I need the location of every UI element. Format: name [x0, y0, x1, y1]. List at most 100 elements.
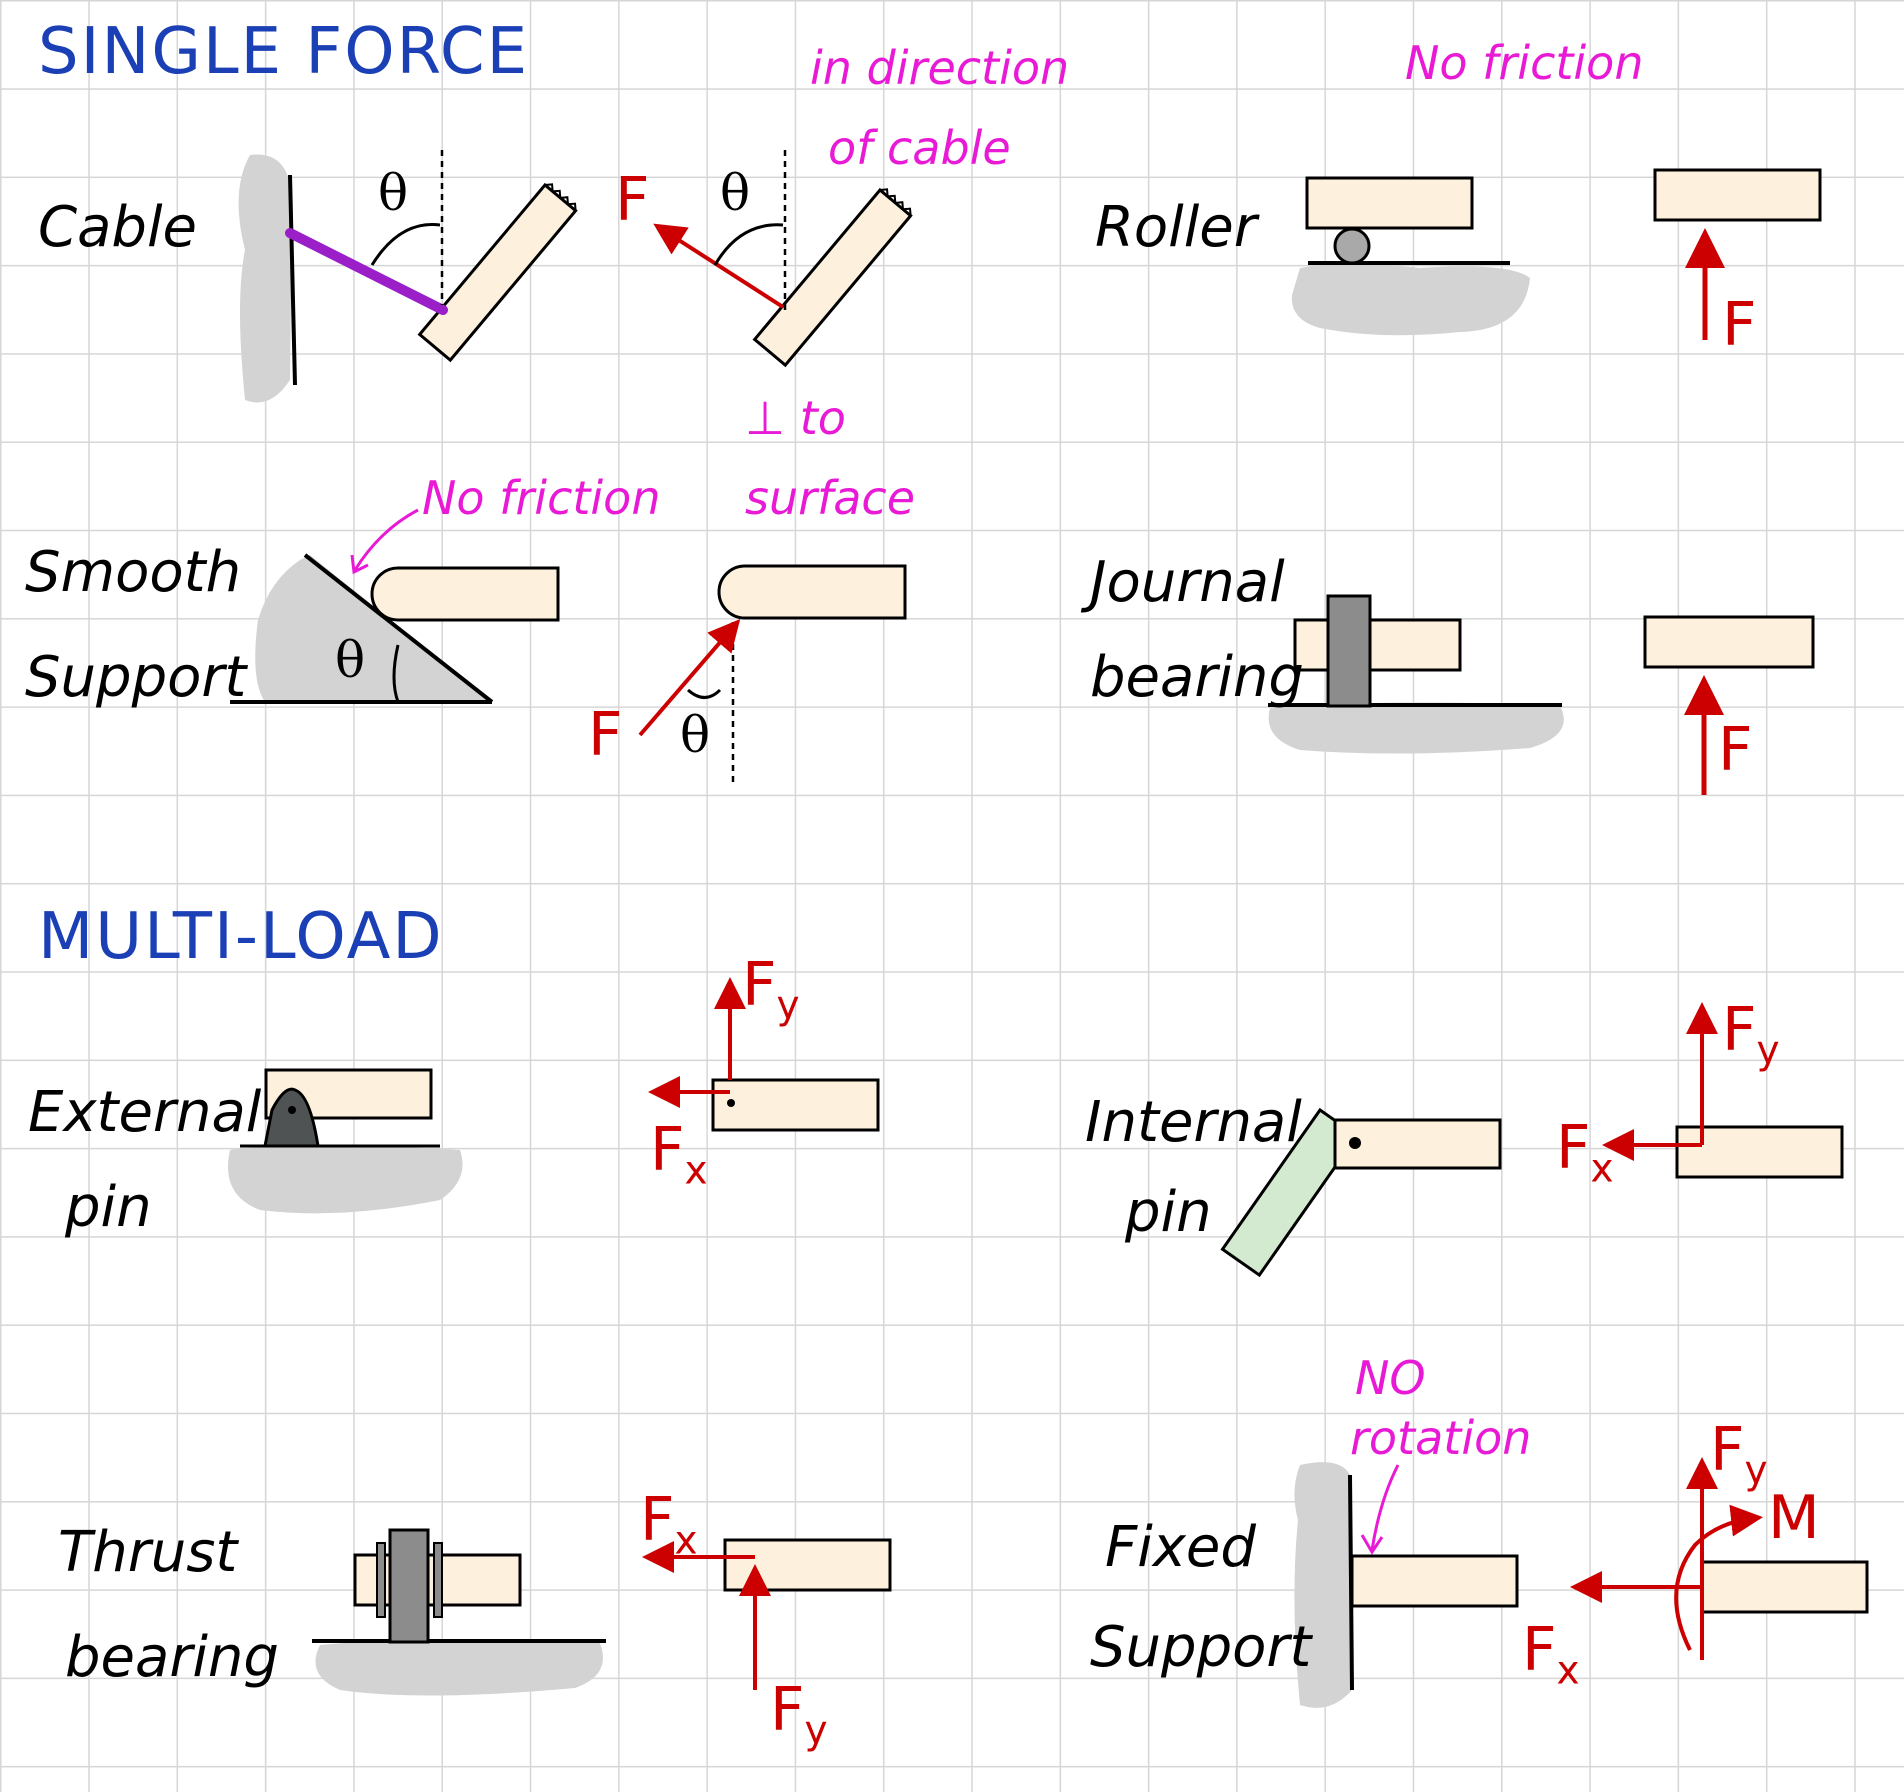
note-perpendicular: ⊥ to [745, 391, 846, 445]
smooth-ground [255, 555, 492, 702]
thrust-ground [315, 1639, 603, 1696]
fixed-member [1350, 1554, 1519, 1608]
journal-fbd [1643, 615, 1815, 795]
smooth-theta-arc [392, 644, 400, 703]
label-smooth-line1: Smooth [25, 540, 242, 605]
ext-pin-body [263, 1087, 320, 1148]
ext-pin-hole [288, 1106, 296, 1114]
label-thrust-line2: bearing [65, 1625, 279, 1690]
journal-ground [1268, 702, 1564, 754]
force-label-roller: F [1722, 290, 1757, 360]
note-of-cable: of cable [828, 121, 1011, 175]
thrust-fbd-member [723, 1538, 892, 1592]
cable-fbd-theta-arc [713, 223, 784, 266]
label-fixed-line2: Support [1090, 1615, 1312, 1680]
force-label-ext-fy: Fy [742, 950, 800, 1029]
theta-cable: θ [378, 164, 409, 222]
label-journal-line1: Journal [1090, 550, 1285, 615]
label-external-pin-line2: pin [65, 1175, 152, 1240]
int-pin-fbd-member [1675, 1125, 1844, 1179]
note-no-friction-roller: No friction [1405, 36, 1644, 90]
ext-pin-fbd-member [711, 1078, 880, 1132]
ext-pin-ground [228, 1145, 463, 1214]
fixed-wall-hatch [1294, 1462, 1352, 1708]
force-label-cable: F [615, 165, 650, 235]
label-internal-pin-line2: pin [1125, 1180, 1212, 1245]
force-label-thrust-fy: Fy [770, 1675, 828, 1754]
note-rotation: rotation [1350, 1411, 1532, 1465]
roller-fbd-member [1653, 168, 1822, 222]
smooth-incline [303, 553, 494, 704]
external-pin-diagram [228, 1068, 463, 1214]
label-cable: Cable [38, 195, 197, 260]
journal-block [1326, 594, 1372, 708]
smooth-fbd [638, 564, 907, 785]
force-label-thrust-fx: Fx [640, 1485, 698, 1564]
fixed-support-fbd [1570, 1457, 1869, 1660]
force-label-ext-fx: Fx [650, 1115, 708, 1194]
fixed-moment-arrow [1674, 1504, 1763, 1651]
thrust-block [388, 1528, 430, 1644]
roller-member [1305, 176, 1474, 230]
label-thrust-line1: Thrust [58, 1520, 238, 1585]
label-smooth-line2: Support [25, 645, 247, 710]
cable-support-diagram [238, 150, 578, 403]
cable-fbd [653, 150, 913, 368]
roller-fbd [1653, 168, 1822, 340]
thrust-bearing-diagram [312, 1528, 606, 1696]
int-pin-point [1349, 1137, 1361, 1149]
force-label-fixed-fx: Fx [1522, 1615, 1580, 1694]
cable-force-arrow [653, 223, 785, 309]
thrust-collar-left [376, 1542, 386, 1618]
journal-member [1293, 618, 1462, 672]
theta-cable-fbd: θ [720, 164, 751, 222]
force-label-smooth: F [588, 700, 623, 770]
smooth-fbd-member [717, 564, 907, 620]
force-label-int-fy: Fy [1722, 995, 1780, 1074]
thrust-bearing-fbd [642, 1538, 892, 1690]
label-roller: Roller [1095, 195, 1257, 260]
norotation-arrow [1370, 1464, 1400, 1551]
note-surface: surface [745, 471, 916, 525]
force-label-journal: F [1718, 715, 1753, 785]
note-no-friction-smooth: No friction [422, 471, 661, 525]
smooth-force-arrow [638, 618, 741, 737]
fixed-support-diagram [1294, 1462, 1519, 1708]
force-label-fixed-fy: Fy [1710, 1415, 1768, 1494]
int-pin-member [1333, 1118, 1502, 1170]
smooth-fbd-theta-arc [687, 688, 722, 699]
section-title-single-force: SINGLE FORCE [38, 15, 529, 89]
force-label-fixed-m: M [1768, 1483, 1820, 1553]
internal-pin-fbd [1602, 1002, 1844, 1179]
force-label-int-fx: Fx [1556, 1113, 1614, 1192]
cable-fbd-member [752, 187, 913, 368]
thrust-collar-right [433, 1542, 443, 1618]
theta-smooth-fbd: θ [680, 706, 711, 764]
wall-line [288, 174, 297, 386]
roller-ball [1333, 227, 1371, 265]
note-in-direction: in direction [810, 41, 1070, 95]
note-no: NO [1355, 1351, 1426, 1405]
label-fixed-line1: Fixed [1105, 1515, 1256, 1580]
wall-hatch [238, 154, 292, 403]
smooth-support-diagram [230, 508, 560, 704]
fixed-fbd-member [1700, 1560, 1869, 1614]
journal-fbd-member [1643, 615, 1815, 669]
theta-arc [370, 223, 441, 266]
nofriction-arrow [353, 508, 419, 571]
label-internal-pin-line1: Internal [1085, 1090, 1302, 1155]
external-pin-fbd [648, 977, 880, 1132]
label-external-pin-line1: External [28, 1080, 262, 1145]
roller-ground [1291, 264, 1530, 336]
theta-smooth: θ [335, 631, 366, 689]
smooth-member [370, 566, 560, 622]
internal-pin-diagram [1220, 1107, 1502, 1278]
section-title-multi-load: MULTI-LOAD [38, 900, 444, 974]
roller-diagram [1291, 176, 1530, 336]
label-journal-line2: bearing [1090, 645, 1304, 710]
journal-bearing-diagram [1268, 594, 1564, 754]
cable-member [417, 182, 578, 363]
ext-pin-fbd-point [727, 1099, 735, 1107]
cable [285, 228, 448, 315]
